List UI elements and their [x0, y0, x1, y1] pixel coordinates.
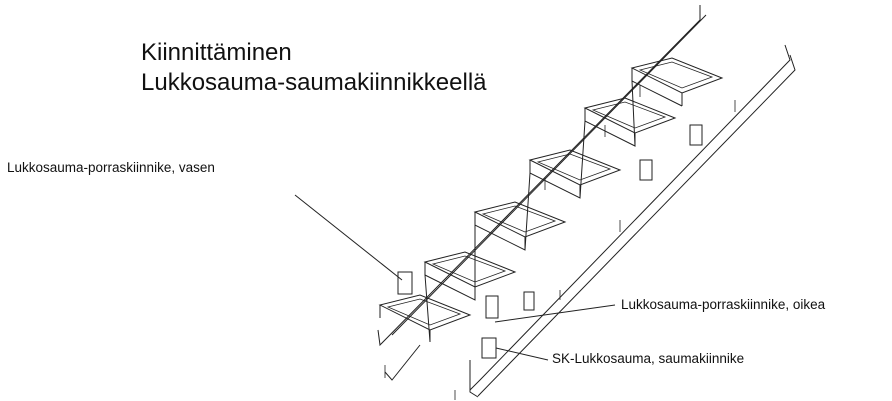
leader-left-bracket — [294, 194, 403, 281]
step-5 — [583, 97, 677, 146]
diagram-title: Kiinnittäminen Lukkosauma-saumakiinnikke… — [141, 38, 487, 98]
title-line-1: Kiinnittäminen — [141, 39, 292, 66]
step-4 — [528, 149, 622, 198]
right-rail — [469, 44, 796, 398]
leader-lines — [294, 194, 616, 361]
leader-seam-clamp — [495, 347, 549, 361]
step-stringer — [424, 80, 683, 343]
step-2 — [423, 251, 517, 300]
callout-left-bracket: Lukkosauma-porraskiinnike, vasen — [7, 160, 215, 175]
step-3 — [473, 201, 567, 250]
title-line-2: Lukkosauma-saumakiinnikkeellä — [141, 69, 487, 96]
left-bracket — [397, 271, 413, 295]
right-bracket — [485, 295, 499, 319]
callout-seam-clamp: SK-Lukkosauma, saumakiinnike — [552, 351, 745, 366]
callout-right-bracket: Lukkosauma-porraskiinnike, oikea — [621, 297, 826, 312]
leader-right-bracket — [494, 304, 616, 323]
step-6 — [630, 57, 724, 106]
left-rail — [377, 5, 707, 381]
seam-clamp — [481, 337, 497, 359]
